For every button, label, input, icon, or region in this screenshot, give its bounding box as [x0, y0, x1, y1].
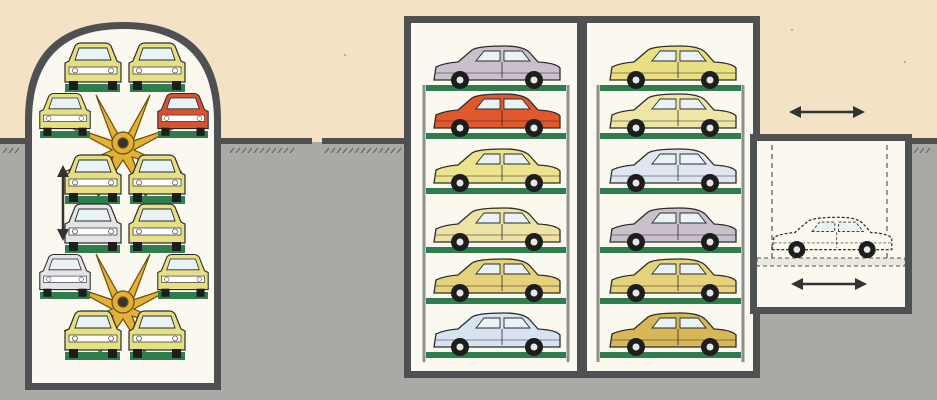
rotary-unit-interior [32, 29, 214, 383]
rotary-platforms [40, 84, 208, 360]
double-arrow-vertical-icon [57, 165, 69, 241]
ground-hatching [2, 147, 931, 154]
pit-platform [756, 257, 906, 267]
tower-platforms [426, 85, 741, 358]
paper-specks [344, 29, 906, 63]
tower-parking-unit [404, 16, 760, 378]
tower-rails [422, 85, 745, 362]
rotary-parking-unit [25, 22, 221, 390]
entry-pit [750, 104, 912, 314]
